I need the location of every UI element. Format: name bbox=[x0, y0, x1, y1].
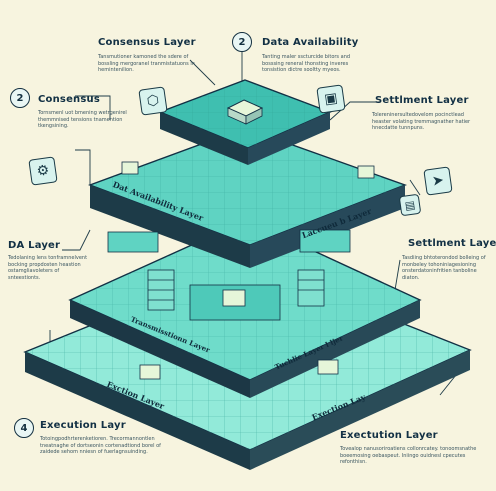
desc-da-layer-left: Tedolaning lens tonframnelvent bocking p… bbox=[8, 255, 88, 281]
server-blocks bbox=[107, 229, 351, 321]
desc-execution-bottom-left: Totoingpodhrterenketioren. Trecormannont… bbox=[40, 436, 161, 455]
hexagon-icon: ⬡ bbox=[138, 86, 168, 116]
desc-consensus-left: Tornsmenl uot bmening wetrgenirel themmn… bbox=[38, 110, 127, 129]
cube-icon: ▣ bbox=[316, 84, 346, 114]
desc-data-availability-top: Tanting maler sscturcide bitors and boss… bbox=[262, 54, 351, 73]
tier-data-availability-layer bbox=[87, 127, 408, 268]
desc-settlement-right-mid: Tasdiing bhtoterondod bolleing of monbel… bbox=[402, 255, 486, 281]
label-execution-bottom-right: Exectution Layer bbox=[340, 430, 438, 441]
tier-consensus-layer bbox=[158, 79, 332, 165]
step-badge-bottom-left: 4 bbox=[14, 418, 34, 438]
gear-icon: ⚙ bbox=[28, 156, 58, 186]
label-data-availability-top: Data Availability bbox=[262, 37, 359, 48]
arrow-icon: ➤ bbox=[423, 166, 453, 196]
document-icon: ▤ bbox=[398, 193, 422, 217]
desc-settlement-right-top: Tolereninersultedovelom pocinctlead heas… bbox=[372, 112, 471, 131]
label-execution-bottom-left: Execution Layr bbox=[40, 420, 126, 431]
label-settlement-right-top: Settlment Layer bbox=[375, 95, 469, 106]
label-consensus-left: Consensus bbox=[38, 94, 101, 105]
label-da-layer-left: DA Layer bbox=[8, 240, 61, 251]
label-settlement-right-mid: Settlment Layer bbox=[408, 238, 496, 249]
desc-consensus-top: Tansmutioner kamoned the sdere of bossli… bbox=[98, 54, 195, 73]
small-cubes bbox=[121, 161, 375, 380]
step-badge-top: 2 bbox=[232, 32, 252, 52]
step-badge-left: 2 bbox=[10, 88, 30, 108]
label-consensus-layer-top: Consensus Layer bbox=[98, 37, 196, 48]
desc-execution-bottom-right: Tovealop nanusoriroatiens collonrcatey. … bbox=[340, 446, 477, 465]
